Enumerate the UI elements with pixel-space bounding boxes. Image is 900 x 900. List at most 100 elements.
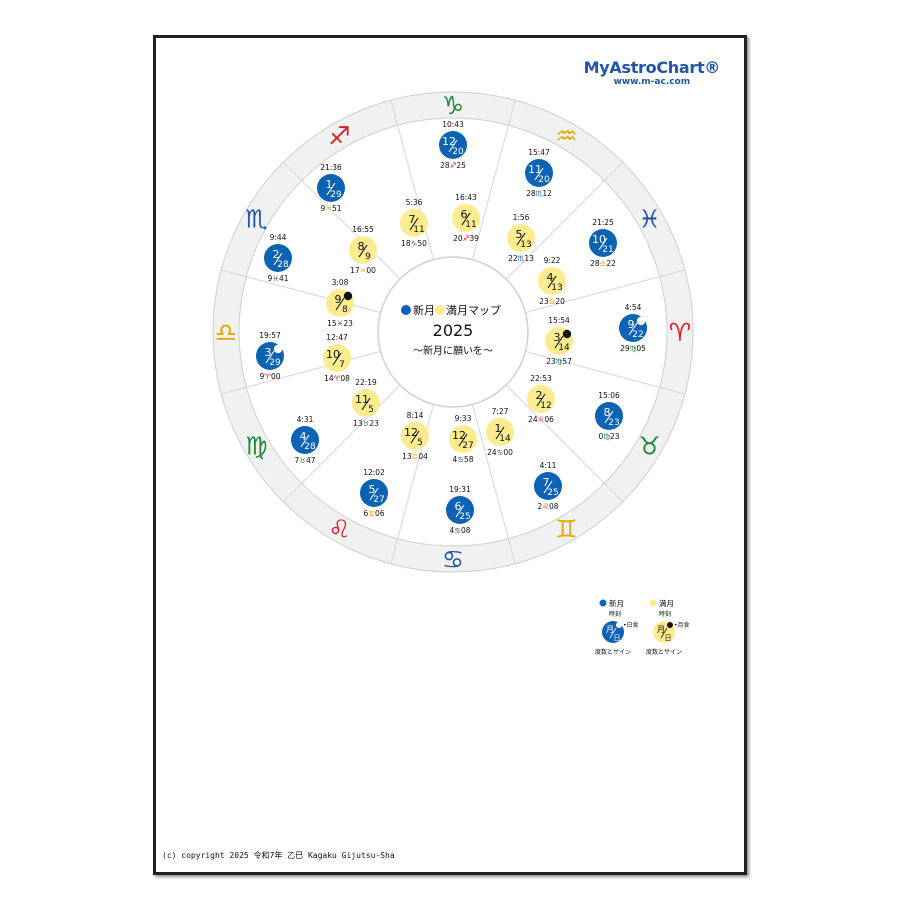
moon-sign-degree: 13♉23: [353, 419, 379, 428]
moon-disc: [595, 402, 623, 430]
moon-month: 10: [592, 233, 606, 246]
moon-slash: [543, 480, 553, 494]
moon-disc: [538, 267, 566, 295]
moon-disc: [439, 131, 467, 159]
moon-time: 12:02: [363, 468, 385, 477]
sector-divider: [221, 269, 381, 314]
moon-sign-degree: 28♐25: [440, 161, 466, 170]
moon-disc: [291, 426, 319, 454]
legend-lunar-eclipse-icon: [667, 622, 673, 628]
moon-time: 22:19: [355, 378, 377, 387]
moon-disc: [589, 229, 617, 257]
moon-slash: [598, 237, 608, 251]
moon-time: 4:11: [540, 461, 557, 470]
brand-logo[interactable]: MyAstroChart® www.m-ac.com: [584, 58, 721, 87]
moon-slash: [358, 244, 368, 258]
legend-slash: [660, 627, 668, 639]
moon-month: 9: [335, 293, 342, 306]
moon-day: 11: [465, 220, 476, 230]
moon-sign-degree: 13♊04: [402, 452, 428, 461]
moon-slash: [455, 504, 465, 518]
moon-month: 3: [554, 331, 561, 344]
moon-month: 12: [442, 135, 456, 148]
moon-day: 23: [608, 418, 619, 428]
lunar-eclipse-icon: [343, 291, 353, 301]
moon-disc: [449, 425, 477, 453]
moon-day: 29: [330, 190, 342, 200]
moon-month: 10: [326, 348, 340, 361]
moon-day: 25: [459, 512, 470, 522]
moon-month: 8: [358, 240, 365, 253]
moon-sign-degree: 0♍23: [598, 432, 619, 441]
moon-sign-degree: 9♈00: [259, 372, 280, 381]
legend-moon-char: 月: [606, 625, 614, 634]
moon-time: 21:36: [320, 163, 342, 172]
center-full-label: 満月マップ: [446, 304, 501, 317]
sagittarius-icon: ♐: [328, 121, 350, 150]
legend-eclipse-label: •日食: [623, 621, 639, 629]
center-title: 新月満月マップ2025〜新月に願いを〜: [401, 303, 501, 357]
legend-full-label: 満月: [659, 599, 674, 608]
moon-disc: [360, 479, 388, 507]
moon-sign-degree: 4♋08: [449, 526, 470, 535]
moon-sign-degree: 9♓41: [267, 274, 288, 283]
sector-divider: [471, 404, 516, 564]
moon-day: 27: [462, 441, 473, 451]
legend-sign-label: 度数とサイン: [646, 648, 682, 656]
moon-day: 13: [551, 283, 562, 293]
moon-slash: [534, 167, 544, 181]
moon-slash: [547, 275, 557, 289]
moon-day: 5: [368, 405, 374, 415]
sector-divider: [390, 100, 435, 260]
moon-time: 1:56: [513, 213, 530, 222]
sector-divider: [505, 384, 624, 503]
cancer-icon: ♋: [442, 545, 464, 574]
moon-time: 4:54: [625, 303, 642, 312]
moon-disc: [401, 422, 429, 450]
moon-sign-degree: 4♋58: [452, 455, 473, 464]
moon-day: 27: [373, 495, 384, 505]
moon-disc: [525, 159, 553, 187]
moon-month: 4: [547, 271, 554, 284]
legend-sign-label: 度数とサイン: [595, 648, 631, 656]
moon-month: 1: [326, 178, 333, 191]
sector-divider: [221, 350, 381, 395]
legend: 新月満月時刻時刻月日•日食度数とサイン月日•月食度数とサイン: [595, 598, 690, 656]
moon-day: 21: [602, 245, 613, 255]
moon-day: 20: [452, 147, 464, 157]
sector-divider: [525, 350, 685, 395]
moon-disc: [400, 209, 428, 237]
moon-sign-degree: 14♈08: [324, 374, 350, 383]
moon-markers: 10:43122028♐2515:47112028♏1221:25102128♎…: [256, 120, 647, 535]
moon-day: 20: [538, 175, 550, 185]
solar-eclipse-icon: [636, 316, 646, 326]
moon-time: 19:57: [259, 331, 281, 340]
sector-divider: [282, 161, 401, 280]
center-subtitle: 〜新月に願いを〜: [413, 344, 493, 357]
moon-slash: [335, 297, 345, 311]
moon-slash: [495, 426, 505, 440]
moon-month: 11: [528, 163, 542, 176]
scorpio-icon: ♏: [245, 205, 267, 234]
moon-month: 8: [604, 406, 611, 419]
moon-slash: [300, 434, 310, 448]
moon-map-chart: ♑♐♏♎♍♌♋♊♉♈♓♒ 新月満月マップ2025〜新月に願いを〜 10:4312…: [212, 91, 694, 656]
moon-sign-degree: 24♋00: [487, 448, 513, 457]
legend-day-char: 日: [614, 634, 621, 642]
moon-disc: [452, 204, 480, 232]
moon-month: 3: [265, 346, 272, 359]
moon-disc: [527, 385, 555, 413]
moon-slash: [410, 430, 420, 444]
